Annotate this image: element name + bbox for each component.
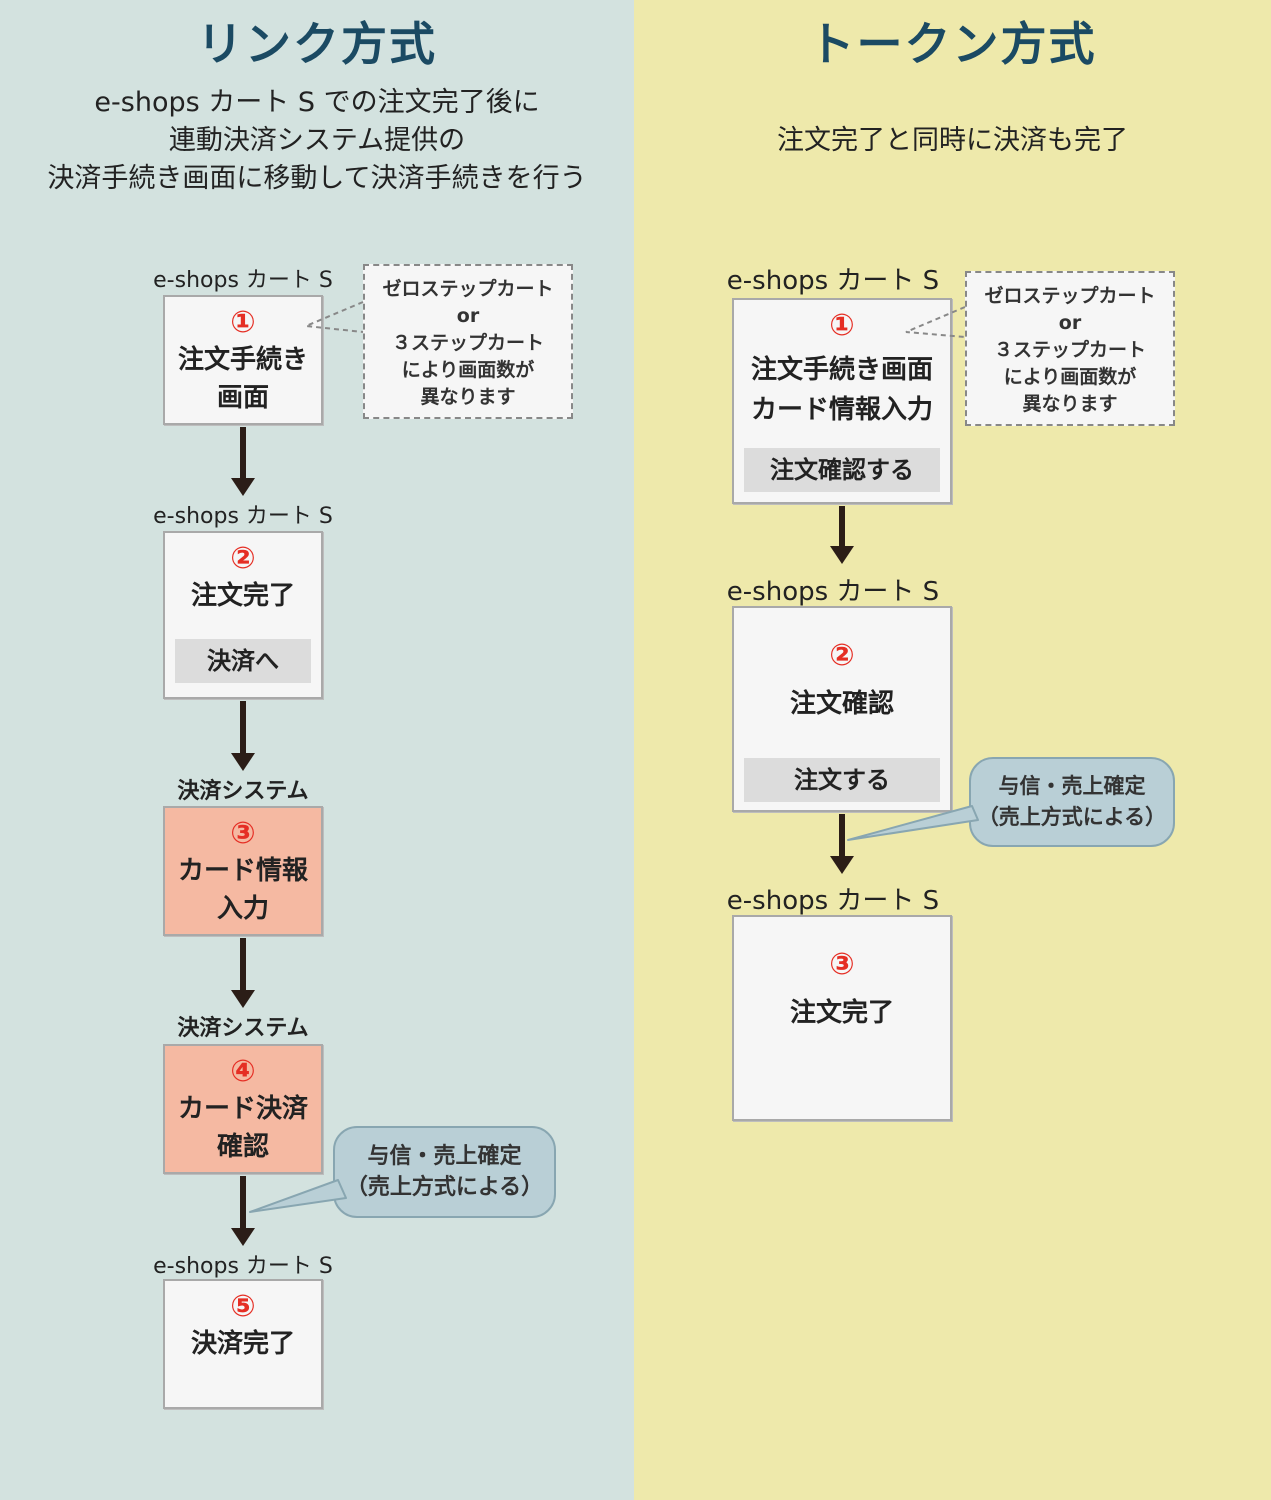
step-text: 注文手続き 画面	[177, 345, 308, 413]
step-text: 注文手続き画面 カード情報入力	[750, 355, 933, 425]
step-number: ②	[230, 541, 256, 576]
step-number: ①	[829, 308, 855, 343]
bubble-tail	[249, 1179, 347, 1213]
token-method-title: トークン方式	[808, 17, 1097, 71]
link-step3-box: ③ カード情報 入力	[163, 806, 323, 936]
step-text: 注文確認	[789, 689, 894, 719]
step2-system-label: e-shops カート S	[153, 504, 333, 529]
step-number: ①	[230, 305, 256, 340]
arrow-head	[830, 856, 854, 874]
step-number: ⑤	[230, 1289, 256, 1324]
note-pointer	[305, 301, 364, 333]
token-step3-system-label: e-shops カート S	[726, 886, 940, 916]
link-step2-box: ② 注文完了 決済へ	[163, 531, 323, 699]
place-order-button[interactable]: 注文する	[744, 758, 940, 802]
step-number: ③	[829, 947, 855, 982]
link-method-title: リンク方式	[197, 17, 437, 71]
link-method-description: e-shops カート S での注文完了後に 連動決済システム提供の 決済手続き…	[47, 87, 587, 194]
link-step4-box: ④ カード決済 確認	[163, 1044, 323, 1174]
step5-system-label: e-shops カート S	[153, 1254, 333, 1279]
step1-system-label: e-shops カート S	[153, 268, 333, 293]
token-screen-count-note: ゼロステップカート or ３ステップカート により画面数が 異なります	[965, 271, 1175, 426]
step-number: ②	[829, 638, 855, 673]
step3-system-label: 決済システム	[177, 779, 309, 804]
arrow-head	[231, 1228, 255, 1246]
arrow-head	[231, 478, 255, 496]
arrow-head	[231, 990, 255, 1008]
token-method-panel: トークン方式 注文完了と同時に決済も完了 e-shops カート S ① 注文手…	[634, 0, 1271, 1500]
bubble-tail	[847, 805, 979, 841]
token-authorization-bubble: 与信・売上確定 （売上方式による）	[969, 757, 1175, 847]
link-step1-box: ① 注文手続き 画面	[163, 295, 323, 425]
token-step3-box: ③ 注文完了	[732, 915, 952, 1121]
step-text: カード情報 入力	[177, 856, 308, 924]
token-method-description: 注文完了と同時に決済も完了	[777, 125, 1128, 156]
go-to-payment-button[interactable]: 決済へ	[175, 639, 311, 683]
link-method-panel: リンク方式 e-shops カート S での注文完了後に 連動決済システム提供の…	[0, 0, 634, 1500]
step-number: ③	[230, 816, 256, 851]
link-authorization-bubble: 与信・売上確定 （売上方式による）	[333, 1126, 556, 1218]
link-step5-box: ⑤ 決済完了	[163, 1279, 323, 1409]
token-step1-system-label: e-shops カート S	[726, 266, 940, 296]
link-screen-count-note: ゼロステップカート or ３ステップカート により画面数が 異なります	[363, 264, 573, 419]
step-text: 注文完了	[789, 998, 894, 1028]
step-text: 決済完了	[190, 1329, 295, 1359]
step-text: カード決済 確認	[177, 1094, 308, 1162]
step4-system-label: 決済システム	[177, 1016, 309, 1041]
note-pointer	[905, 306, 966, 338]
arrow-head	[231, 753, 255, 771]
confirm-order-button[interactable]: 注文確認する	[744, 448, 940, 492]
token-step2-box: ② 注文確認 注文する	[732, 606, 952, 812]
token-step2-system-label: e-shops カート S	[726, 577, 940, 607]
step-number: ④	[230, 1054, 256, 1089]
arrow-head	[830, 546, 854, 564]
step-text: 注文完了	[190, 581, 295, 611]
